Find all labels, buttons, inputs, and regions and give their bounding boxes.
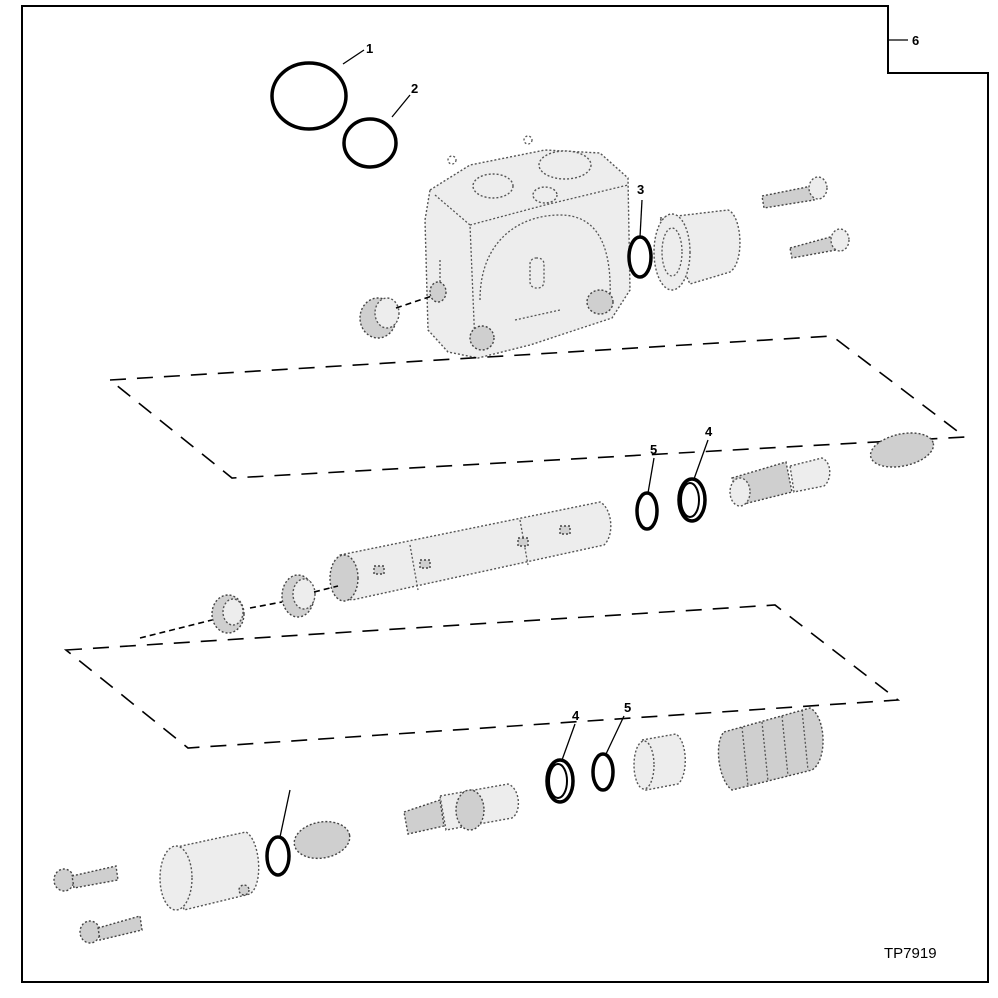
callout-5-low: 5	[624, 700, 631, 715]
callout-3-top: 3	[637, 182, 644, 197]
housing-plug	[359, 297, 400, 339]
diagram-frame	[21, 5, 989, 983]
cap-screw-top-lower	[789, 228, 850, 259]
callout-4-mid: 4	[705, 424, 713, 439]
spool-nut-mid	[211, 594, 245, 634]
cap-screw-lower-upper	[53, 865, 119, 892]
poppet-lower	[403, 783, 519, 835]
callout-1: 1	[366, 41, 373, 56]
valve-housing	[424, 135, 631, 359]
o-ring-5-low	[591, 752, 615, 792]
o-ring-4-mid-inner	[680, 482, 700, 518]
end-cap-lower	[159, 831, 260, 911]
spring-lower	[717, 707, 824, 791]
callout-2: 2	[411, 81, 418, 96]
spool-spring-mid	[869, 432, 935, 468]
leader-5-mid	[647, 457, 655, 494]
valve-spool	[329, 501, 612, 602]
cap-screw-lower-lower	[79, 915, 143, 944]
plug-spring-lower	[293, 820, 351, 860]
housing-plug-leader	[395, 295, 433, 309]
o-ring-4-low	[545, 758, 575, 804]
o-ring-4-mid	[677, 477, 707, 523]
leader-3-low	[279, 789, 291, 838]
o-ring-2	[342, 117, 398, 169]
o-ring-4-low-inner	[548, 763, 568, 799]
callout-6: 6	[912, 33, 919, 48]
spool-leader-a	[249, 601, 283, 609]
callout-4-low: 4	[572, 708, 580, 723]
spool-leader-b	[313, 585, 339, 593]
spool-leader-c	[139, 619, 213, 639]
bushing-lower	[633, 733, 686, 791]
leader-4-low	[561, 723, 576, 761]
leader-3-top	[639, 199, 643, 238]
o-ring-3-top	[627, 235, 653, 279]
cap-screw-top-upper	[761, 176, 828, 209]
assembly-boundary-upper	[107, 335, 968, 479]
o-ring-3-low	[265, 835, 291, 877]
assembly-boundary-lower	[63, 604, 901, 749]
leader-5-low	[605, 715, 625, 755]
figure-id: TP7919	[884, 945, 937, 962]
leader-4-mid	[693, 439, 709, 480]
o-ring-5-mid	[635, 491, 659, 531]
leader-2	[391, 94, 411, 118]
leader-1	[342, 49, 365, 65]
o-ring-1	[270, 61, 348, 131]
callout-5-mid: 5	[650, 442, 657, 457]
spool-plunger-mid	[729, 457, 831, 507]
end-cap-top	[653, 209, 741, 291]
spool-washer-mid	[281, 574, 316, 618]
